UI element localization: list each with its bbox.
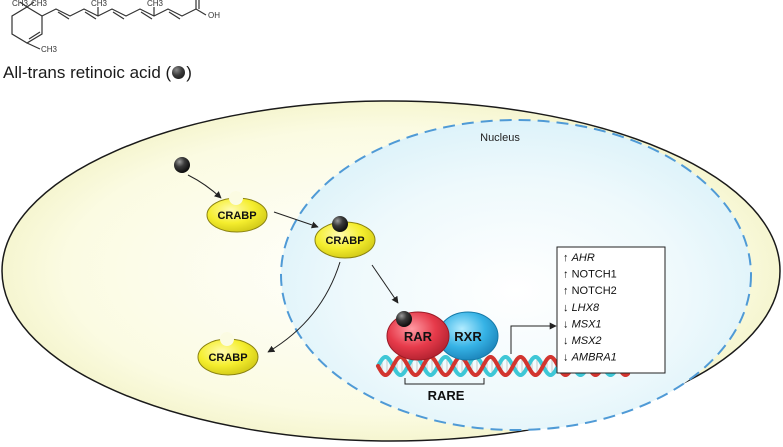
- retinoic-acid-bound-rar: [396, 311, 412, 327]
- retinoic-acid-name: All-trans retinoic acid: [3, 63, 161, 82]
- gene-name: AHR: [571, 252, 595, 264]
- gene-name: LHX8: [572, 302, 600, 314]
- target-gene-item: ↑ AHR: [563, 252, 595, 264]
- rxr-label: RXR: [454, 329, 482, 344]
- arrow-to-nucleus: [273, 211, 319, 229]
- target-gene-item: ↓ MSX1: [563, 318, 602, 330]
- rar-label: RAR: [404, 329, 433, 344]
- gene-name: AMBRA1: [571, 352, 617, 364]
- rare-bracket: [404, 378, 485, 385]
- gene-arrow: ↓: [563, 352, 572, 364]
- methyl-label-right: CH3: [31, 0, 48, 8]
- target-gene-item: ↓ AMBRA1: [563, 352, 617, 364]
- retinoic-acid-substituents: CH3 CH3 CH3 CH3 CH3 O OH: [12, 0, 220, 54]
- rare-label: RARE: [428, 388, 465, 403]
- retinoic-acid-legend-icon: [172, 66, 186, 79]
- arrow-bind-crabp: [187, 174, 222, 199]
- target-gene-box: ↑ AHR↑ NOTCH1↑ NOTCH2↓ LHX8↓ MSX1↓ MSX2↓…: [556, 246, 666, 374]
- legend-paren-open: (: [165, 63, 172, 82]
- hydroxyl-label: OH: [208, 11, 220, 20]
- gene-name: MSX2: [572, 335, 602, 347]
- target-gene-list: ↑ AHR↑ NOTCH1↑ NOTCH2↓ LHX8↓ MSX1↓ MSX2↓…: [563, 252, 617, 364]
- target-gene-item: ↓ MSX2: [563, 335, 602, 347]
- legend-paren-close: ): [186, 63, 192, 82]
- methyl-label-bottom: CH3: [41, 45, 58, 54]
- arrow-transcription: [510, 322, 557, 354]
- methyl-label-left: CH3: [12, 0, 29, 8]
- retinoic-acid-bound-crabp: [332, 216, 348, 232]
- arrow-to-rar: [371, 264, 399, 304]
- gene-name: MSX1: [572, 318, 602, 330]
- methyl-label-chain-1: CH3: [91, 0, 108, 8]
- retinoic-acid-structure: [11, 0, 207, 50]
- gene-arrow: ↑: [563, 252, 572, 264]
- nucleus-label: Nucleus: [480, 132, 520, 144]
- rar-receptor: RAR: [386, 311, 450, 361]
- gene-name: NOTCH1: [572, 269, 617, 281]
- gene-name: NOTCH2: [572, 285, 617, 297]
- retinoic-acid-legend: All-trans retinoic acid (): [3, 63, 192, 83]
- target-gene-item: ↓ LHX8: [563, 302, 600, 314]
- crabp-bound: CRABP: [314, 216, 376, 259]
- arrow-crabp-return: [267, 261, 341, 353]
- crabp-label-1: CRABP: [217, 210, 256, 222]
- target-gene-item: ↑ NOTCH1: [563, 269, 617, 281]
- oxygen-label: O: [193, 0, 199, 1]
- gene-arrow: ↑: [563, 285, 572, 297]
- target-gene-item: ↑ NOTCH2: [563, 285, 617, 297]
- crabp-cytoplasm: CRABP: [206, 191, 268, 233]
- gene-arrow: ↓: [563, 335, 572, 347]
- crabp-label-2: CRABP: [325, 235, 364, 247]
- crabp-label-3: CRABP: [208, 352, 247, 364]
- gene-arrow: ↓: [563, 318, 572, 330]
- nucleus-envelope: [280, 119, 752, 431]
- methyl-label-chain-2: CH3: [147, 0, 164, 8]
- gene-arrow: ↑: [563, 269, 572, 281]
- gene-arrow: ↓: [563, 302, 572, 314]
- crabp-released: CRABP: [197, 332, 259, 376]
- pathway-arrows: [187, 174, 557, 354]
- retinoic-acid-free: [174, 157, 190, 173]
